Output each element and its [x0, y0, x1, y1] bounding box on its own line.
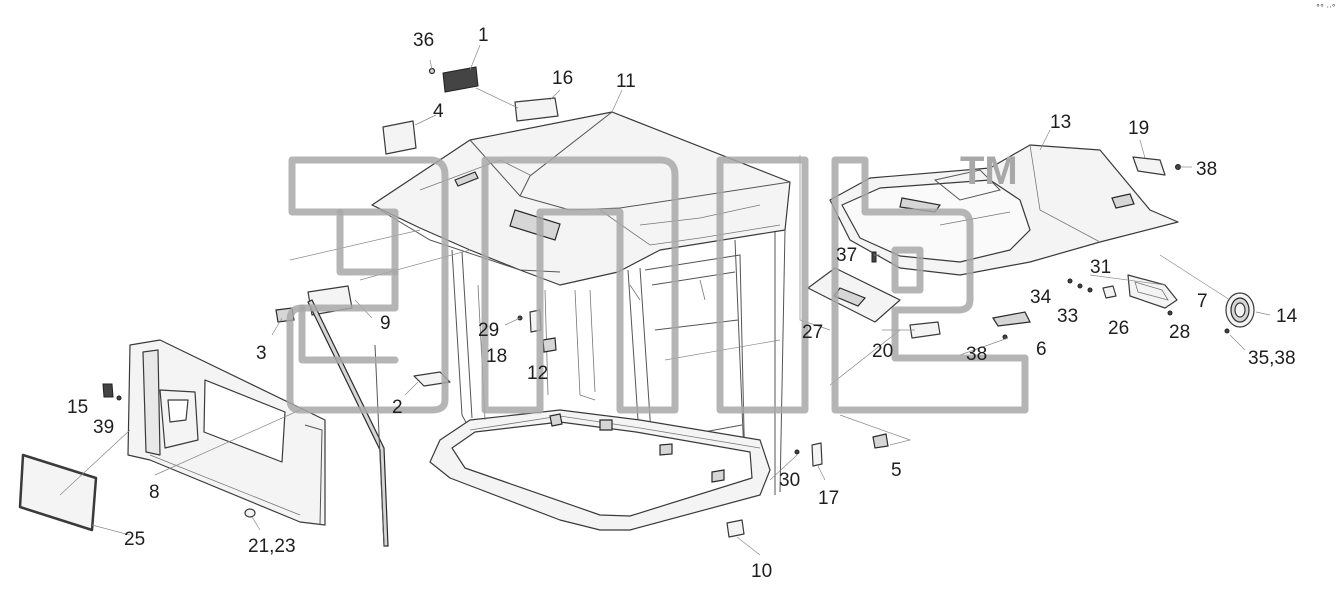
part-6-grille	[992, 311, 1031, 327]
part-20-light	[909, 321, 941, 339]
callout-25: 25	[124, 529, 145, 550]
part-1-grille	[442, 66, 479, 93]
callout-35-38: 35,38	[1248, 348, 1296, 369]
part-7-lamp	[1127, 274, 1178, 309]
watermark-trademark: TM	[960, 149, 1018, 193]
roof-liner-panel	[829, 144, 1179, 276]
callout-9: 9	[380, 313, 391, 334]
callout-16: 16	[552, 68, 573, 89]
callout-12: 12	[527, 363, 548, 384]
corner-mark: °° ··°	[1316, 3, 1336, 12]
callout-11: 11	[616, 71, 636, 92]
callout-17: 17	[818, 488, 839, 509]
watermark-logo: TM	[286, 149, 1029, 414]
callout-19: 19	[1128, 118, 1149, 139]
callout-15: 15	[67, 397, 88, 418]
callout-7: 7	[1197, 291, 1208, 312]
part-15-handle	[102, 383, 114, 398]
callout-5: 5	[891, 460, 902, 481]
callout-30: 30	[779, 470, 800, 491]
callout-21-23: 21,23	[248, 536, 296, 557]
part-25-glass	[18, 453, 98, 532]
callout-2: 2	[392, 397, 403, 418]
callout-1: 1	[478, 25, 489, 46]
callout-10: 10	[751, 561, 772, 582]
side-door-panel	[127, 339, 326, 526]
callout-14: 14	[1276, 306, 1298, 327]
callout-39: 39	[93, 417, 114, 438]
callout-3: 3	[256, 343, 267, 364]
part-4-panel	[382, 120, 417, 155]
callout-29: 29	[478, 320, 499, 341]
callout-18: 18	[486, 346, 507, 367]
part-2-plate	[413, 371, 451, 387]
callout-20: 20	[872, 341, 893, 362]
part-5-hinge	[872, 433, 889, 449]
callout-13: 13	[1050, 112, 1071, 133]
callout-28: 28	[1169, 322, 1190, 343]
callout-31: 31	[1090, 257, 1111, 278]
part-10-bracket	[726, 519, 745, 538]
callout-8: 8	[149, 482, 160, 503]
callout-38-lower: 38	[966, 344, 987, 365]
callout-34: 34	[1030, 287, 1052, 308]
callout-labels: 36 1 16 11 4 13 19 38 37 31 34 33 26 7 2…	[67, 25, 1298, 582]
callout-26: 26	[1108, 318, 1129, 339]
part-12-bracket	[542, 337, 557, 353]
callout-4: 4	[433, 101, 444, 122]
callout-27: 27	[802, 322, 823, 343]
cab-body-frame	[429, 229, 786, 531]
part-16-plate	[514, 97, 559, 122]
callout-38-upper: 38	[1196, 159, 1217, 180]
part-17-hinge	[811, 442, 823, 467]
part-19-bracket	[1132, 156, 1166, 176]
callout-36: 36	[413, 30, 434, 51]
callout-6: 6	[1036, 339, 1047, 360]
callout-33: 33	[1057, 306, 1078, 327]
callout-37: 37	[836, 245, 857, 266]
cab-roof-assembly	[371, 111, 791, 286]
